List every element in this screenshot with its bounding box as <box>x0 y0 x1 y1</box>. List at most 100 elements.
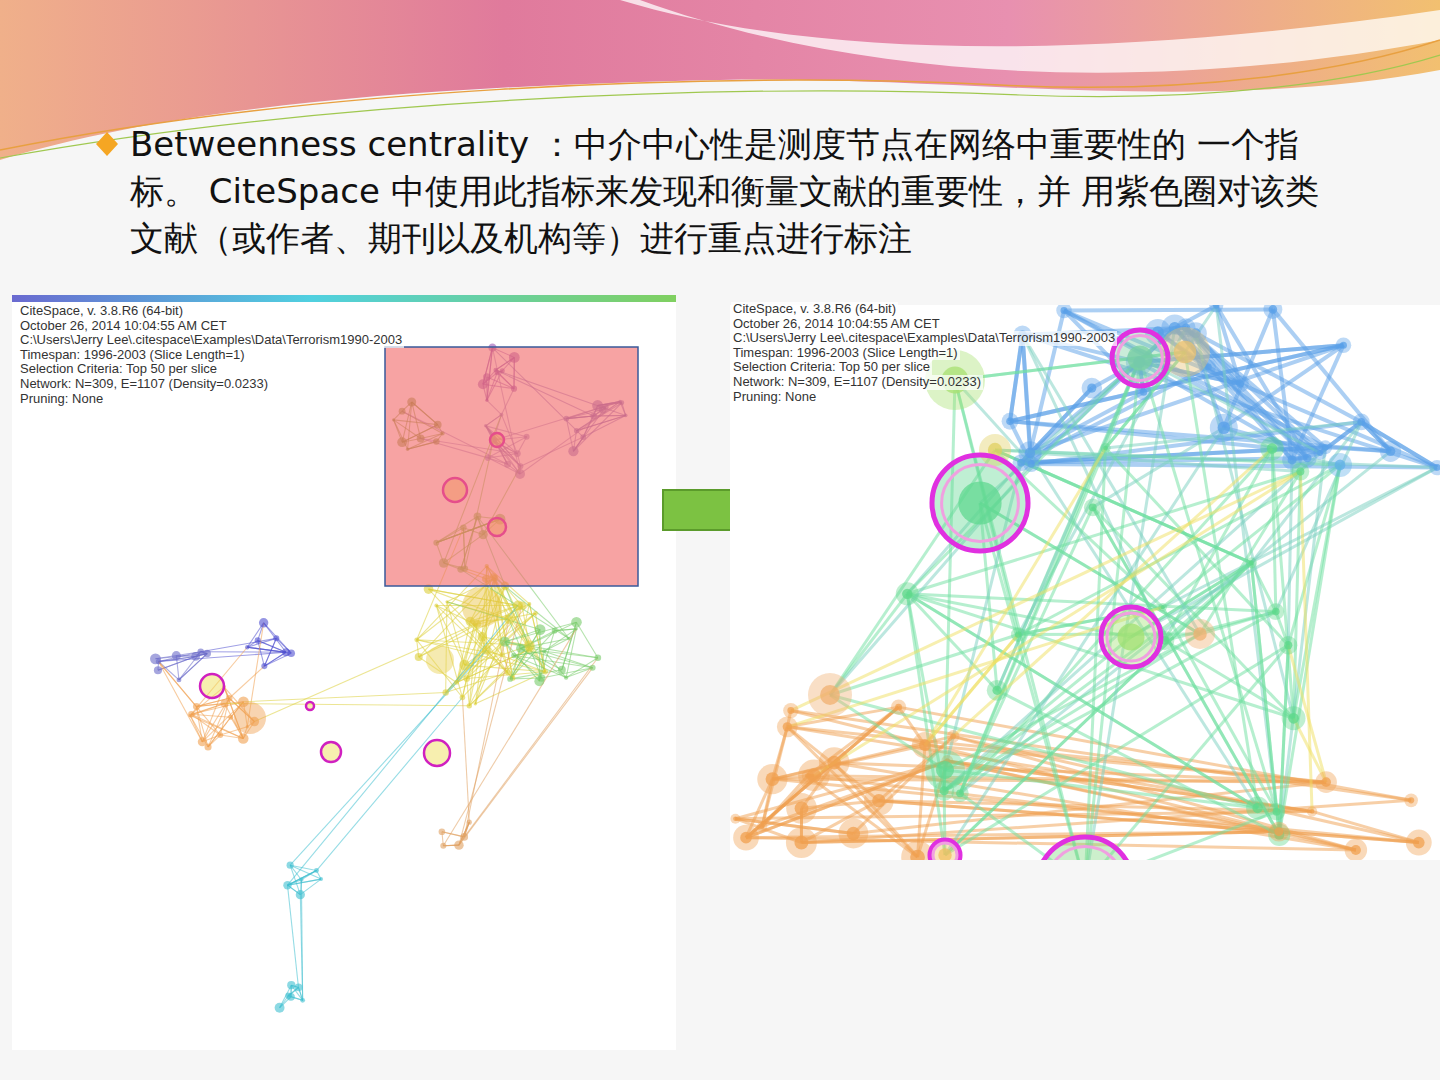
network-info-text: Timespan: 1996-2003 (Slice Length=1) <box>18 348 247 363</box>
node-halo <box>891 699 906 714</box>
citation-node <box>526 646 533 653</box>
citation-node <box>1209 305 1223 313</box>
node-core <box>1236 380 1244 388</box>
citation-node <box>245 645 249 649</box>
node-core <box>795 801 809 815</box>
node-core <box>1174 341 1197 364</box>
centrality-ring <box>1118 336 1163 381</box>
citation-link <box>1010 335 1022 422</box>
citation-node <box>1185 619 1215 649</box>
node-core <box>1310 809 1315 814</box>
citation-node <box>474 702 478 706</box>
bullet-diamond <box>96 132 118 156</box>
citation-node <box>1056 305 1072 318</box>
citation-node <box>259 618 268 627</box>
node-core <box>1321 777 1331 787</box>
node-halo <box>1100 443 1110 453</box>
citation-node <box>1100 443 1110 453</box>
citation-link <box>264 623 286 652</box>
citation-node <box>1082 378 1102 398</box>
citation-node <box>273 635 279 641</box>
citation-node <box>504 615 513 624</box>
citation-node <box>296 890 305 899</box>
citation-node <box>287 993 295 1001</box>
citation-node <box>287 862 294 869</box>
citation-node <box>575 627 578 630</box>
citation-node <box>500 637 510 647</box>
citation-node <box>188 711 195 718</box>
node-halo <box>1328 453 1352 477</box>
citation-node <box>1112 330 1168 386</box>
node-halo <box>1307 806 1317 816</box>
network-info-text: October 26, 2014 10:04:55 AM CET <box>18 319 229 334</box>
citation-node <box>217 732 223 738</box>
node-halo <box>838 819 868 849</box>
citation-link <box>159 662 203 742</box>
citation-node <box>467 820 472 825</box>
citation-node <box>1101 607 1161 667</box>
citation-link <box>925 635 1018 746</box>
node-halo <box>1082 378 1102 398</box>
citation-link <box>562 622 577 669</box>
node-core <box>1284 641 1292 649</box>
node-core <box>1017 459 1025 467</box>
citation-link <box>1022 335 1436 468</box>
citation-link <box>301 871 316 880</box>
citation-node <box>499 652 504 657</box>
network-info-text: Timespan: 1996-2003 (Slice Length=1) <box>731 346 960 361</box>
node-core <box>1357 418 1365 426</box>
citation-link <box>907 594 1257 808</box>
citation-node <box>786 827 817 858</box>
citation-link <box>521 648 567 677</box>
citation-node <box>319 877 323 881</box>
node-core <box>910 850 925 860</box>
citation-link <box>1064 309 1273 310</box>
node-halo <box>930 840 960 860</box>
citation-node <box>295 984 303 992</box>
citation-link <box>907 453 1030 594</box>
citation-node <box>467 703 472 708</box>
citation-node <box>460 695 466 701</box>
citation-node <box>1267 603 1284 620</box>
centrality-ring <box>321 742 341 762</box>
citation-node <box>1260 437 1283 460</box>
citation-link <box>243 692 445 701</box>
citation-node <box>287 981 295 989</box>
citation-node <box>440 843 446 849</box>
citation-link <box>1361 422 1437 468</box>
centrality-ring <box>1107 613 1155 661</box>
citation-node <box>535 624 546 635</box>
node-halo <box>777 716 798 737</box>
node-core <box>1127 345 1152 370</box>
citation-node <box>1279 636 1297 654</box>
citation-node <box>203 650 211 658</box>
centrality-ring <box>306 702 314 710</box>
citation-node <box>1429 460 1440 475</box>
citation-link <box>944 380 955 791</box>
citation-node <box>777 716 798 737</box>
node-core <box>1340 342 1347 349</box>
network-info-text: CiteSpace, v. 3.8.R6 (64-bit) <box>18 304 185 319</box>
citation-node <box>442 689 448 695</box>
citation-node <box>1353 413 1370 430</box>
citation-node <box>516 644 525 653</box>
citation-link <box>1030 453 1258 808</box>
node-core <box>1434 464 1440 471</box>
citation-node <box>283 881 291 889</box>
node-halo <box>1269 822 1289 842</box>
citation-link <box>995 450 1437 468</box>
node-halo <box>798 760 830 792</box>
node-halo <box>1404 793 1418 807</box>
centrality-ring <box>942 465 1019 542</box>
citation-node <box>511 653 516 658</box>
citation-link <box>179 652 201 680</box>
citation-node <box>193 703 200 710</box>
node-core <box>820 685 840 705</box>
node-core <box>1087 383 1096 392</box>
node-halo <box>783 703 798 718</box>
node-core <box>1322 444 1328 450</box>
citation-link <box>944 634 1200 791</box>
citation-node <box>261 663 267 669</box>
centrality-ring <box>424 740 450 766</box>
citation-node <box>507 676 513 682</box>
